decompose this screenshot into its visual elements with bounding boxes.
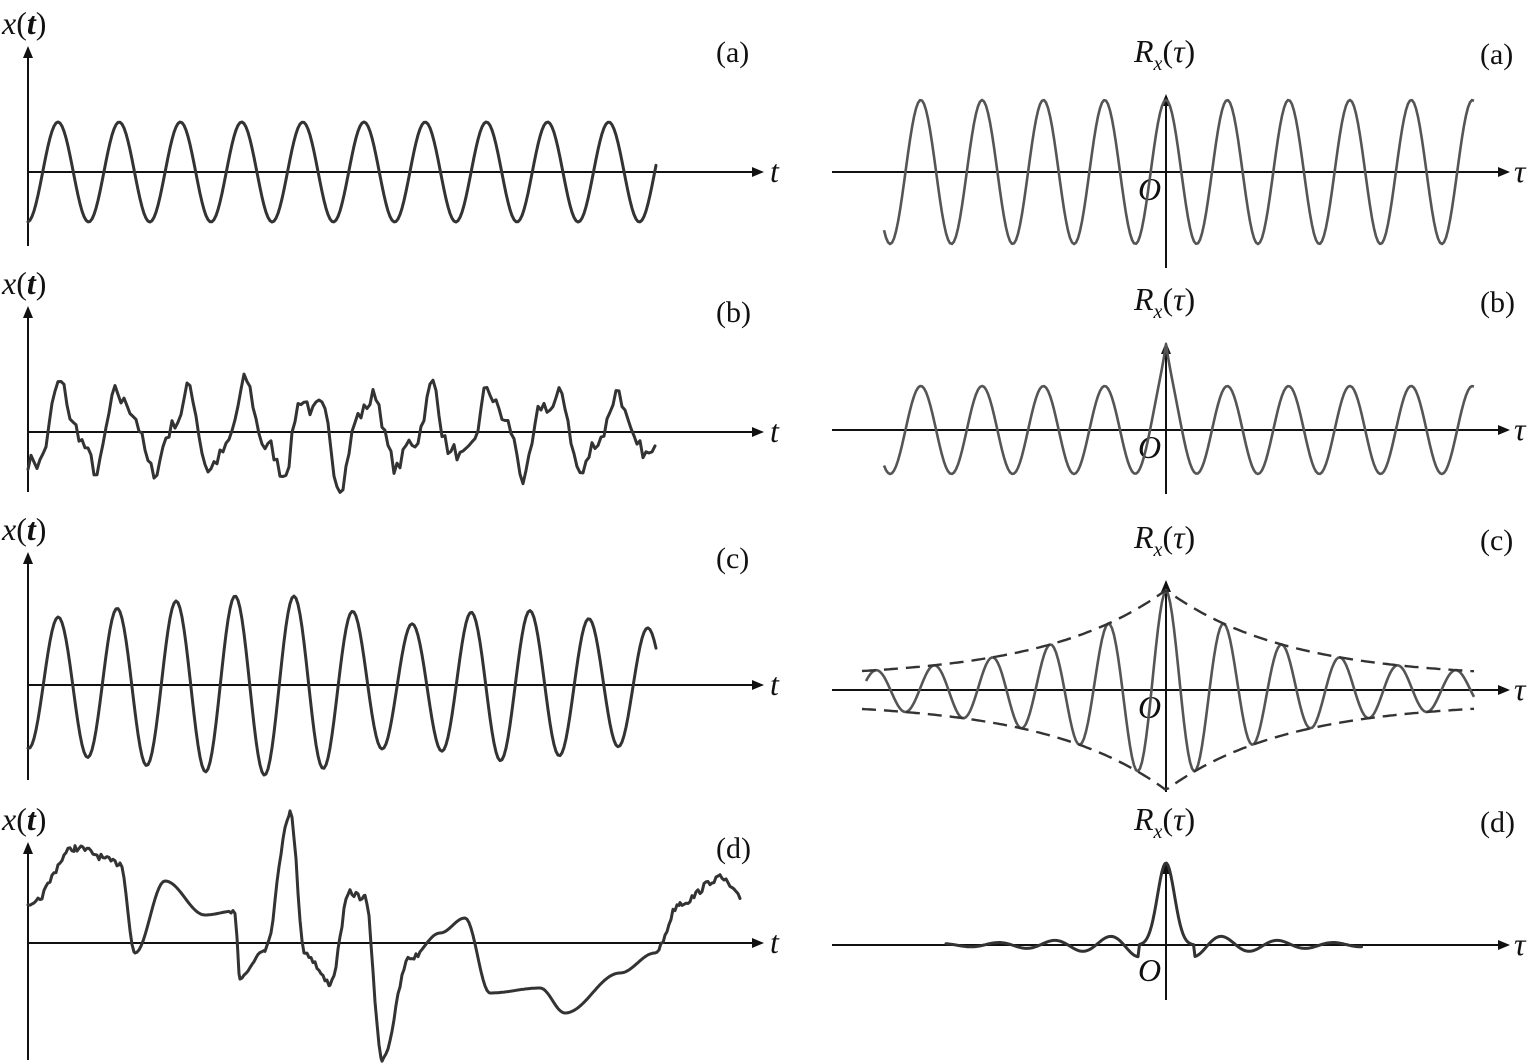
panel-tag-left: (a) (716, 36, 749, 69)
autocorr-curve (882, 98, 1475, 246)
panel-tag-right: (b) (1480, 286, 1515, 319)
right-axis-title: Rx(τ) (1133, 281, 1195, 323)
left-axis-title: x(t) (1, 265, 46, 301)
panel-tag-left: (c) (716, 542, 749, 575)
signal-curve (26, 594, 658, 777)
lower-envelope (861, 707, 1475, 791)
panel-tag-right: (c) (1480, 524, 1513, 557)
autocorr-curve (944, 861, 1363, 959)
t-axis-label: t (770, 666, 780, 702)
left-axis-title: x(t) (1, 801, 46, 837)
panel-tag-right: (d) (1480, 806, 1515, 839)
panel-tag-left: (b) (716, 296, 751, 329)
right-axis-title: Rx(τ) (1133, 801, 1195, 843)
panel-a: x(t)t(a)Rx(τ)τO(a) (1, 5, 1527, 268)
panel-c: x(t)t(c)Rx(τ)τO(c) (1, 511, 1527, 792)
autocorr-curve (882, 342, 1475, 476)
t-axis-label: t (770, 924, 780, 960)
panel-tag-right: (a) (1480, 38, 1513, 71)
left-axis-title: x(t) (1, 511, 46, 547)
t-axis-label: t (770, 413, 780, 449)
signal-curve (26, 809, 742, 1063)
tau-axis-label: τ (1514, 153, 1527, 189)
tau-axis-label: τ (1514, 411, 1527, 447)
signal-curve (26, 372, 657, 494)
autocorr-curve (864, 588, 1476, 773)
origin-label: O (1138, 952, 1161, 988)
left-axis-title: x(t) (1, 5, 46, 41)
right-axis-title: Rx(τ) (1133, 33, 1195, 75)
tau-axis-label: τ (1514, 926, 1527, 962)
signal-curve (26, 120, 658, 224)
panel-tag-left: (d) (716, 832, 751, 865)
right-axis-title: Rx(τ) (1133, 519, 1195, 561)
panel-b: x(t)t(b)Rx(τ)τO(b) (1, 265, 1527, 494)
t-axis-label: t (770, 153, 780, 189)
panel-d: x(t) t (d) Rx(τ) τO (d) (1, 801, 1527, 1063)
tau-axis-label: τ (1514, 671, 1527, 707)
upper-envelope (861, 589, 1475, 673)
